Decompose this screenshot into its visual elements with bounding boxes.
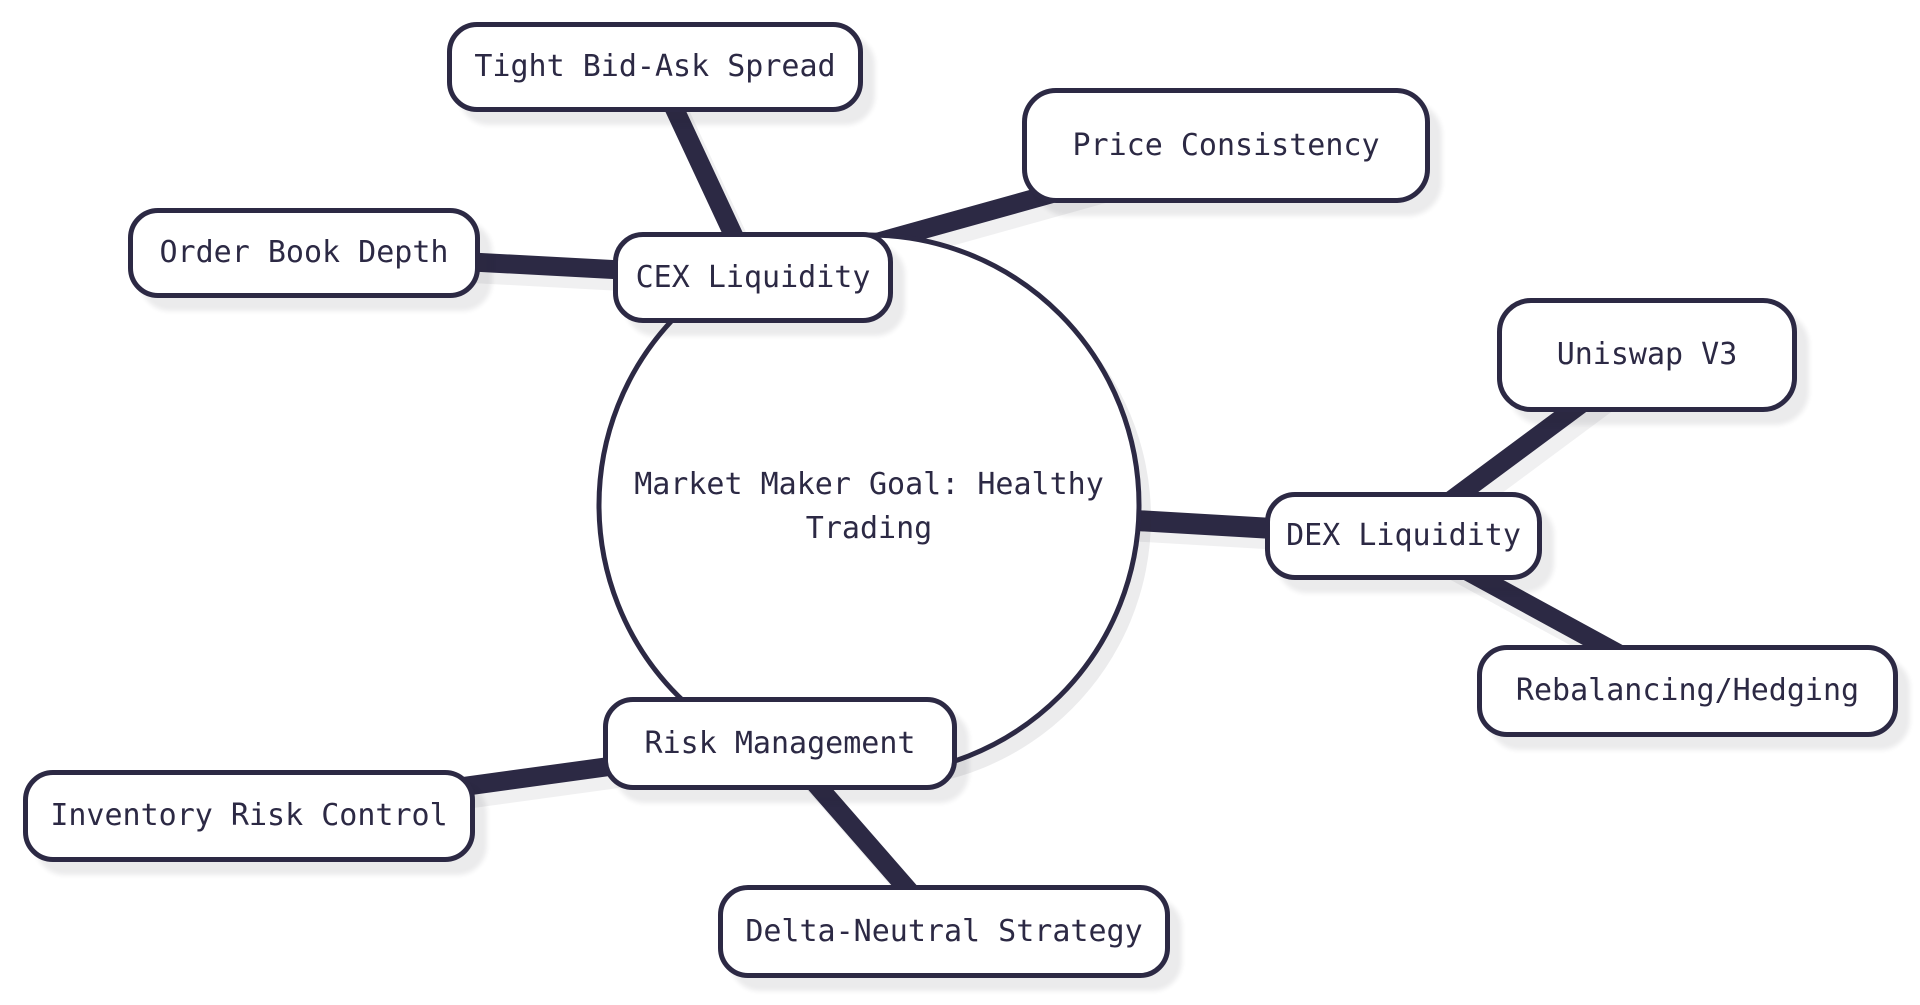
node-uniswap-v3: Uniswap V3 xyxy=(1497,298,1797,412)
node-rebalancing-hedging: Rebalancing/Hedging xyxy=(1477,645,1898,737)
node-order-book-depth: Order Book Depth xyxy=(128,208,480,298)
node-inventory-risk-control: Inventory Risk Control xyxy=(23,770,475,862)
node-price-consistency: Price Consistency xyxy=(1022,88,1430,203)
node-dex-liquidity: DEX Liquidity xyxy=(1265,492,1542,580)
node-risk-management: Risk Management xyxy=(603,697,957,790)
node-delta-neutral-strategy: Delta-Neutral Strategy xyxy=(718,885,1170,978)
node-tight-bid-ask-spread: Tight Bid-Ask Spread xyxy=(447,22,863,112)
node-cex-liquidity: CEX Liquidity xyxy=(613,232,893,323)
root-node-label: Market Maker Goal: Healthy Trading xyxy=(634,467,1104,546)
